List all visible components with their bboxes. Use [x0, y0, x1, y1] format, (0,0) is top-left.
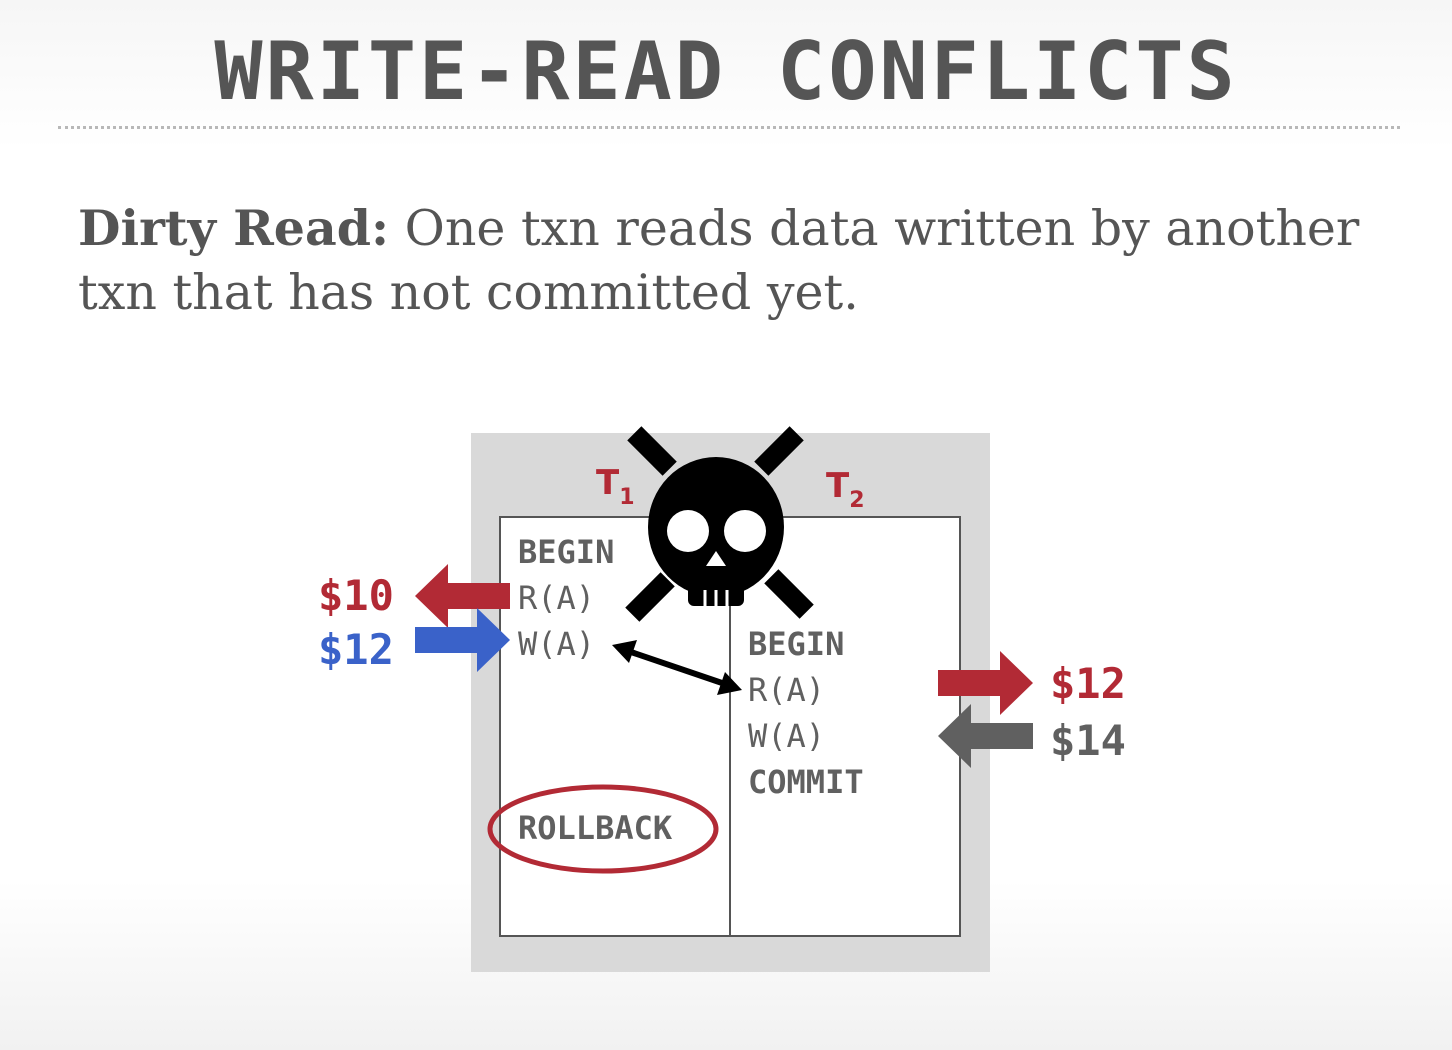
- t1-op-begin: BEGIN: [518, 533, 614, 571]
- t1-write-value: $12: [318, 625, 394, 674]
- t2-read-value: $12: [1050, 659, 1126, 708]
- title-divider: [58, 126, 1400, 129]
- t1-op-write: W(A): [518, 625, 595, 663]
- t2-header: T2: [826, 466, 865, 513]
- t1-header: T1: [596, 463, 635, 510]
- t2-read-value-arrow: [938, 651, 1033, 715]
- t1-read-value-arrow: [415, 564, 510, 628]
- definition-body: One txn reads data written by another tx…: [78, 200, 1360, 321]
- t2-op-write: W(A): [748, 717, 825, 755]
- t2-write-value: $14: [1050, 716, 1126, 765]
- dependency-arrow: [612, 640, 742, 695]
- t1-write-value-arrow: [415, 608, 510, 672]
- rollback-highlight-ellipse: [487, 784, 719, 874]
- t2-op-commit: COMMIT: [748, 763, 864, 801]
- t2-write-value-arrow: [938, 704, 1033, 768]
- skull-crossbones-icon: [625, 426, 814, 622]
- t1-read-value: $10: [318, 571, 394, 620]
- t2-op-begin: BEGIN: [748, 625, 844, 663]
- slide-title: WRITE-READ CONFLICTS: [214, 25, 1238, 118]
- t2-op-read: R(A): [748, 671, 825, 709]
- definition-text: Dirty Read: One txn reads data written b…: [78, 196, 1408, 325]
- definition-term: Dirty Read:: [78, 199, 390, 257]
- t1-op-rollback: ROLLBACK: [518, 809, 673, 847]
- t1-op-read: R(A): [518, 579, 595, 617]
